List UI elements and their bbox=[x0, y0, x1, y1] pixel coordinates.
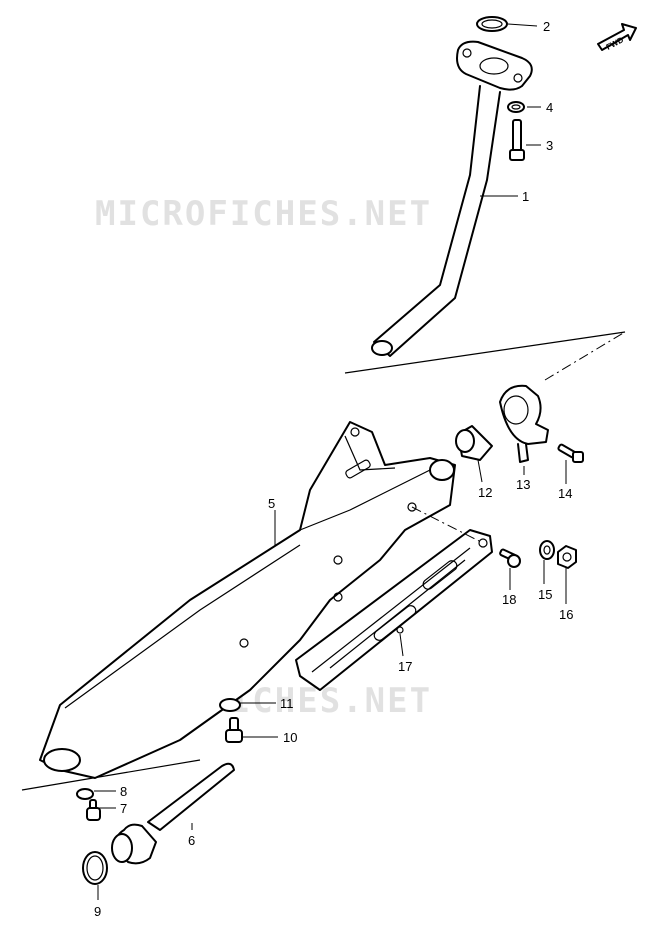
callout-16: 16 bbox=[559, 607, 573, 622]
callout-11: 11 bbox=[280, 696, 294, 711]
exhaust-pipe-part bbox=[371, 40, 533, 357]
callout-13: 13 bbox=[516, 477, 530, 492]
gasket-washer-part bbox=[219, 698, 241, 712]
muffler-part bbox=[39, 421, 456, 779]
sleeve-part bbox=[455, 425, 493, 461]
clamp-part bbox=[499, 384, 549, 463]
callout-9: 9 bbox=[94, 904, 101, 919]
o-ring-part bbox=[82, 851, 108, 885]
callout-12: 12 bbox=[478, 485, 492, 500]
fwd-badge: FWD bbox=[597, 23, 637, 52]
callout-3: 3 bbox=[546, 138, 553, 153]
callout-6: 6 bbox=[188, 833, 195, 848]
stud-bolt-part bbox=[509, 119, 525, 161]
callout-14: 14 bbox=[558, 486, 572, 501]
drain-bolt-part bbox=[225, 717, 243, 743]
small-washer-part bbox=[76, 788, 94, 800]
gasket-ring-part bbox=[476, 16, 508, 32]
nut-part bbox=[557, 545, 577, 569]
callout-2: 2 bbox=[543, 19, 550, 34]
callout-5: 5 bbox=[268, 496, 275, 511]
flat-washer-part bbox=[539, 540, 555, 560]
callout-15: 15 bbox=[538, 587, 552, 602]
leader-lines bbox=[94, 23, 567, 900]
small-screw-part bbox=[86, 799, 101, 821]
washer-part bbox=[507, 101, 525, 113]
callout-17: 17 bbox=[398, 659, 412, 674]
watermark-top: MICROFICHES.NET bbox=[95, 194, 432, 234]
tail-insert-part bbox=[111, 762, 235, 865]
callout-4: 4 bbox=[546, 100, 553, 115]
callout-labels: 2 4 3 1 5 6 7 8 9 10 11 12 13 14 15 16 1… bbox=[94, 19, 573, 919]
forward-arrow-icon bbox=[597, 23, 637, 51]
callout-8: 8 bbox=[120, 784, 127, 799]
callout-18: 18 bbox=[502, 592, 516, 607]
clamp-bolt-part bbox=[557, 443, 584, 463]
callout-7: 7 bbox=[120, 801, 127, 816]
callout-10: 10 bbox=[283, 730, 297, 745]
shield-bolt-part bbox=[499, 548, 521, 568]
heat-shield-part bbox=[295, 529, 493, 691]
callout-1: 1 bbox=[522, 189, 529, 204]
